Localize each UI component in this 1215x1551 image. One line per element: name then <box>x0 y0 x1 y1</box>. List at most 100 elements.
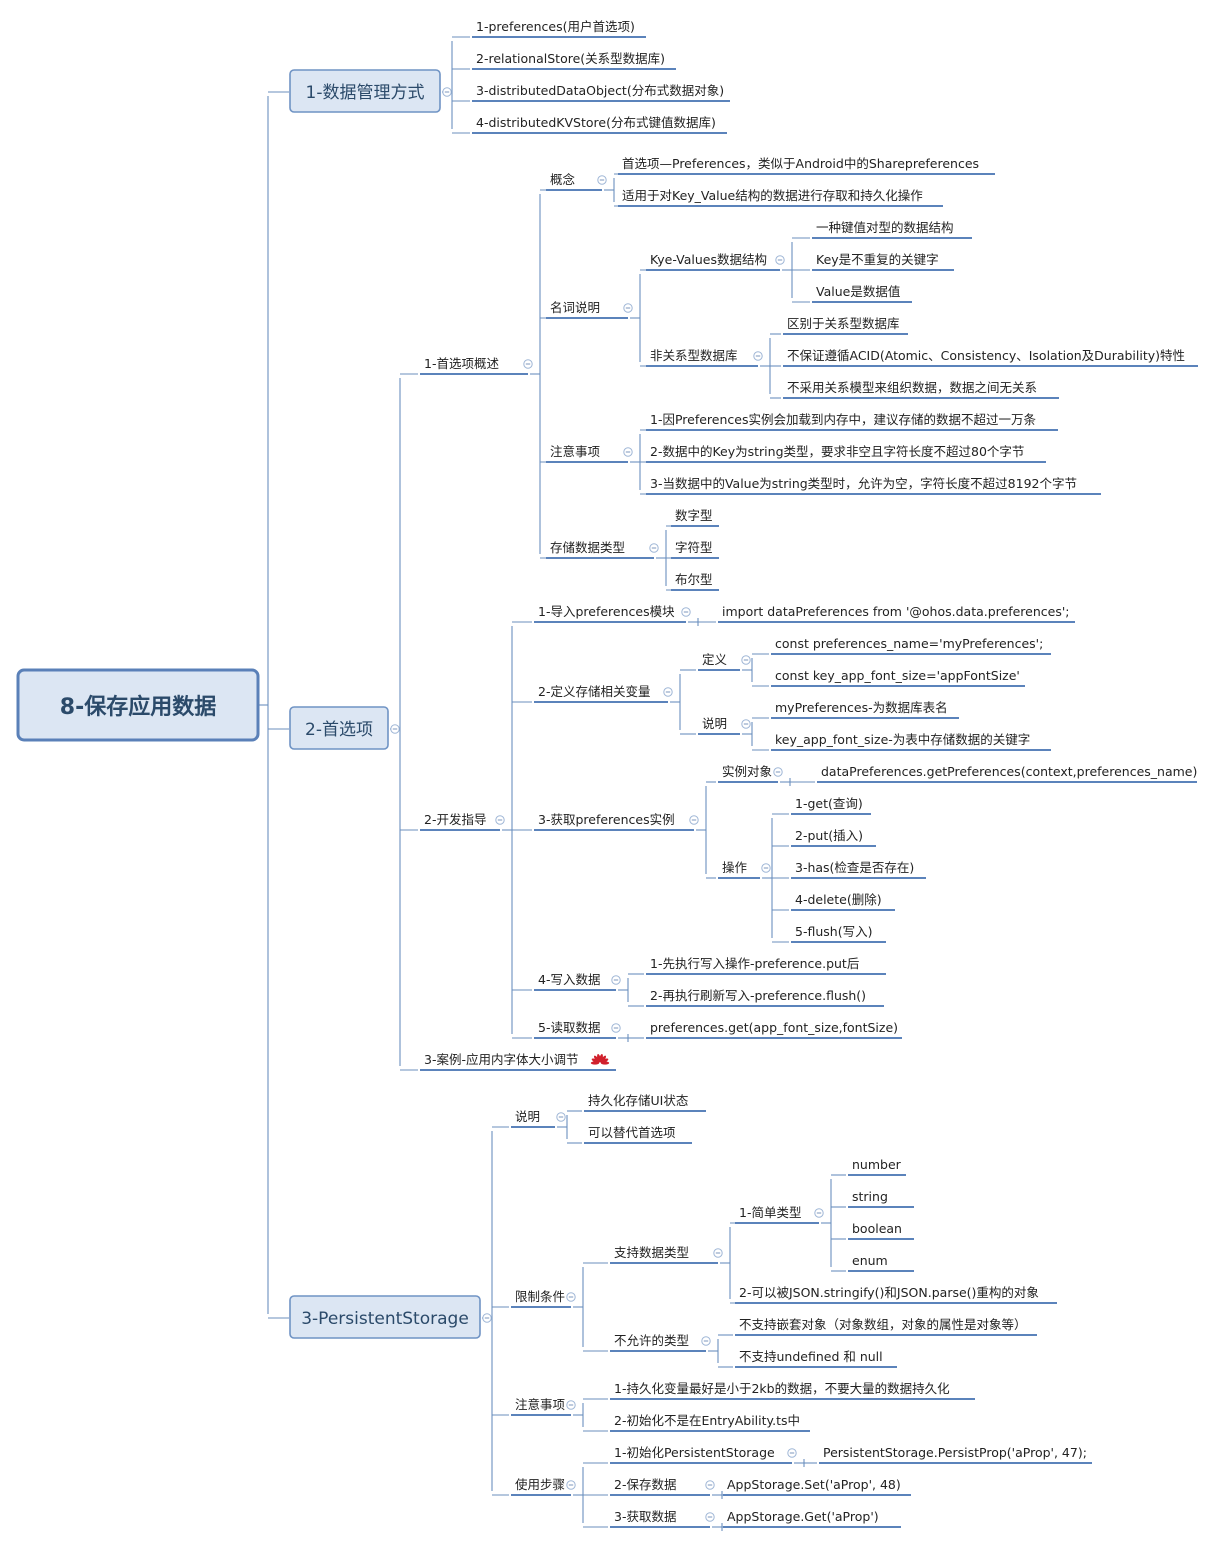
node-5-flush-写入[interactable]: 5-flush(写入) <box>791 924 886 943</box>
node-1-持久化变量最好是小于2kb的数据-不要大量的数据持久化[interactable]: 1-持久化变量最好是小于2kb的数据，不要大量的数据持久化 <box>610 1381 975 1400</box>
node-kye-values数据结构[interactable]: Kye-Values数据结构 <box>646 252 780 271</box>
node-3-当数据中的value为string类型时-允许为空-字符长度不超过8192个字节[interactable]: 3-当数据中的Value为string类型时，允许为空，字符长度不超过8192个… <box>646 476 1101 495</box>
node-3-案例-应用内字体大小调节[interactable]: 3-案例-应用内字体大小调节 <box>420 1052 616 1071</box>
collapse-toggle-icon[interactable] <box>611 1023 621 1033</box>
collapse-toggle-icon[interactable] <box>741 655 751 665</box>
collapse-toggle-icon[interactable] <box>566 1292 576 1302</box>
collapse-toggle-icon[interactable] <box>611 975 621 985</box>
node-1-导入preferences模块[interactable]: 1-导入preferences模块 <box>534 604 686 623</box>
node-3-获取preferences实例[interactable]: 3-获取preferences实例 <box>534 812 694 831</box>
node-import-datapreferences-from-ohos-data-preferences[interactable]: import dataPreferences from '@ohos.data.… <box>718 604 1075 623</box>
node-3-获取数据[interactable]: 3-获取数据 <box>610 1509 710 1528</box>
collapse-toggle-icon[interactable] <box>495 815 505 825</box>
node-适用于对key-value结构的数据进行存取和持久化操作[interactable]: 适用于对Key_Value结构的数据进行存取和持久化操作 <box>618 188 943 207</box>
node-key-app-font-size-为表中存储数据的关键字[interactable]: key_app_font_size-为表中存储数据的关键字 <box>771 732 1051 751</box>
collapse-toggle-icon[interactable] <box>623 447 633 457</box>
node-区别于关系型数据库[interactable]: 区别于关系型数据库 <box>783 316 908 335</box>
collapse-toggle-icon[interactable] <box>649 543 659 553</box>
node-注意事项[interactable]: 注意事项 <box>546 444 628 463</box>
node-不采用关系模型来组织数据-数据之间无关系[interactable]: 不采用关系模型来组织数据，数据之间无关系 <box>783 380 1059 399</box>
collapse-toggle-icon[interactable] <box>556 1112 566 1122</box>
collapse-toggle-icon[interactable] <box>753 351 763 361</box>
node-持久化存储ui状态[interactable]: 持久化存储UI状态 <box>584 1093 706 1112</box>
node-persistentstorage-persistprop-aprop-47[interactable]: PersistentStorage.PersistProp('aProp', 4… <box>819 1445 1092 1464</box>
collapse-toggle-icon[interactable] <box>523 359 533 369</box>
node-const-key-app-font-size-appfontsize[interactable]: const key_app_font_size='appFontSize' <box>771 668 1025 687</box>
collapse-toggle-icon[interactable] <box>689 815 699 825</box>
node-3-has-检查是否存在[interactable]: 3-has(检查是否存在) <box>791 860 926 879</box>
node-不保证遵循acid-atomic-consistency-isolation及durability-特性[interactable]: 不保证遵循ACID(Atomic、Consistency、Isolation及D… <box>783 348 1198 367</box>
node-不支持嵌套对象-对象数组-对象的属性是对象等[interactable]: 不支持嵌套对象（对象数组，对象的属性是对象等） <box>735 1317 1037 1336</box>
node-value是数据值[interactable]: Value是数据值 <box>812 284 912 303</box>
node-2-初始化不是在entryability-ts中[interactable]: 2-初始化不是在EntryAbility.ts中 <box>610 1413 810 1432</box>
root-node[interactable]: 8-保存应用数据 <box>16 668 260 742</box>
node-2-relationalstore-关系型数据库[interactable]: 2-relationalStore(关系型数据库) <box>472 51 676 70</box>
node-非关系型数据库[interactable]: 非关系型数据库 <box>646 348 758 367</box>
node-1-因preferences实例会加载到内存中-建议存储的数据不超过一万条[interactable]: 1-因Preferences实例会加载到内存中，建议存储的数据不超过一万条 <box>646 412 1058 431</box>
node-1-初始化persistentstorage[interactable]: 1-初始化PersistentStorage <box>610 1445 792 1464</box>
node-mypreferences-为数据库表名[interactable]: myPreferences-为数据库表名 <box>771 700 959 719</box>
node-2-保存数据[interactable]: 2-保存数据 <box>610 1477 710 1496</box>
node-2-数据中的key为string类型-要求非空且字符长度不超过80个字节[interactable]: 2-数据中的Key为string类型，要求非空且字符长度不超过80个字节 <box>646 444 1046 463</box>
node-1-preferences-用户首选项[interactable]: 1-preferences(用户首选项) <box>472 19 646 38</box>
collapse-toggle-icon[interactable] <box>787 1448 797 1458</box>
node-4-delete-删除[interactable]: 4-delete(删除) <box>791 892 895 911</box>
collapse-toggle-icon[interactable] <box>705 1480 715 1490</box>
collapse-toggle-icon[interactable] <box>773 767 783 777</box>
node-4-写入数据[interactable]: 4-写入数据 <box>534 972 616 991</box>
node-说明[interactable]: 说明 <box>511 1109 555 1128</box>
collapse-toggle-icon[interactable] <box>701 1336 711 1346</box>
node-实例对象[interactable]: 实例对象 <box>718 764 778 783</box>
collapse-toggle-icon[interactable] <box>761 863 771 873</box>
node-一种键值对型的数据结构[interactable]: 一种键值对型的数据结构 <box>812 220 972 239</box>
collapse-toggle-icon[interactable] <box>814 1208 824 1218</box>
node-1-简单类型[interactable]: 1-简单类型 <box>735 1205 819 1224</box>
node-1-先执行写入操作-preference-put后[interactable]: 1-先执行写入操作-preference.put后 <box>646 956 886 975</box>
node-不支持undefined-和-null[interactable]: 不支持undefined 和 null <box>735 1349 897 1368</box>
node-2-定义存储相关变量[interactable]: 2-定义存储相关变量 <box>534 684 668 703</box>
node-enum[interactable]: enum <box>848 1253 914 1272</box>
node-1-get-查询[interactable]: 1-get(查询) <box>791 796 871 815</box>
collapse-toggle-icon[interactable] <box>775 255 785 265</box>
collapse-toggle-icon[interactable] <box>597 175 607 185</box>
collapse-toggle-icon[interactable] <box>482 1313 492 1323</box>
collapse-toggle-icon[interactable] <box>390 724 400 734</box>
node-2-再执行刷新写入-preference-flush[interactable]: 2-再执行刷新写入-preference.flush() <box>646 988 884 1007</box>
node-2-开发指导[interactable]: 2-开发指导 <box>420 812 500 831</box>
node-操作[interactable]: 操作 <box>718 860 760 879</box>
node-appstorage-set-aprop-48[interactable]: AppStorage.Set('aProp', 48) <box>723 1477 911 1496</box>
node-2-put-插入[interactable]: 2-put(插入) <box>791 828 876 847</box>
node-preferences-get-app-font-size-fontsize[interactable]: preferences.get(app_font_size,fontSize) <box>646 1020 902 1039</box>
node-限制条件[interactable]: 限制条件 <box>511 1289 571 1308</box>
node-key是不重复的关键字[interactable]: Key是不重复的关键字 <box>812 252 954 271</box>
node-string[interactable]: string <box>848 1189 914 1208</box>
node-定义[interactable]: 定义 <box>698 652 740 671</box>
collapse-toggle-icon[interactable] <box>681 607 691 617</box>
node-名词说明[interactable]: 名词说明 <box>546 300 628 319</box>
branch-b1[interactable]: 1-数据管理方式 <box>289 69 441 113</box>
node-number[interactable]: number <box>848 1157 906 1176</box>
node-3-distributeddataobject-分布式数据对象[interactable]: 3-distributedDataObject(分布式数据对象) <box>472 83 730 102</box>
collapse-toggle-icon[interactable] <box>713 1248 723 1258</box>
node-appstorage-get-aprop[interactable]: AppStorage.Get('aProp') <box>723 1509 901 1528</box>
node-存储数据类型[interactable]: 存储数据类型 <box>546 540 654 559</box>
node-布尔型[interactable]: 布尔型 <box>671 572 719 591</box>
node-boolean[interactable]: boolean <box>848 1221 914 1240</box>
node-5-读取数据[interactable]: 5-读取数据 <box>534 1020 616 1039</box>
branch-b2[interactable]: 2-首选项 <box>289 706 389 750</box>
branch-b3[interactable]: 3-PersistentStorage <box>289 1295 481 1339</box>
collapse-toggle-icon[interactable] <box>705 1512 715 1522</box>
node-不允许的类型[interactable]: 不允许的类型 <box>610 1333 706 1352</box>
collapse-toggle-icon[interactable] <box>663 687 673 697</box>
collapse-toggle-icon[interactable] <box>442 87 452 97</box>
node-1-首选项概述[interactable]: 1-首选项概述 <box>420 356 528 375</box>
node-2-可以被json-stringify-和json-parse-重构的对象[interactable]: 2-可以被JSON.stringify()和JSON.parse()重构的对象 <box>735 1285 1057 1304</box>
node-概念[interactable]: 概念 <box>546 172 602 191</box>
node-首选项-preferences-类似于android中的sharepreferences[interactable]: 首选项—Preferences，类似于Android中的Shareprefere… <box>618 156 995 175</box>
node-说明[interactable]: 说明 <box>698 716 740 735</box>
node-使用步骤[interactable]: 使用步骤 <box>511 1477 571 1496</box>
node-注意事项[interactable]: 注意事项 <box>511 1397 571 1416</box>
node-可以替代首选项[interactable]: 可以替代首选项 <box>584 1125 692 1144</box>
node-支持数据类型[interactable]: 支持数据类型 <box>610 1245 718 1264</box>
node-const-preferences-name-mypreferences[interactable]: const preferences_name='myPreferences'; <box>771 636 1051 655</box>
